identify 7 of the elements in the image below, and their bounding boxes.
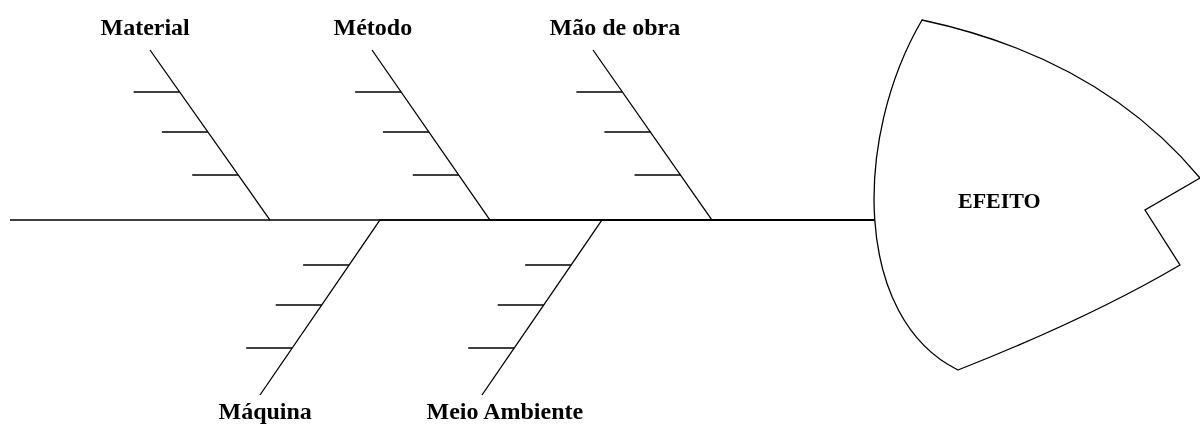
category-label: Material	[100, 14, 190, 41]
category-label: Método	[333, 14, 413, 41]
effect-label: EFEITO	[958, 188, 1041, 214]
category-label: Mão de obra	[549, 14, 681, 41]
category-label: Meio Ambiente	[426, 398, 584, 425]
category-label: Máquina	[218, 398, 312, 425]
fish-head-shape	[870, 18, 1200, 372]
